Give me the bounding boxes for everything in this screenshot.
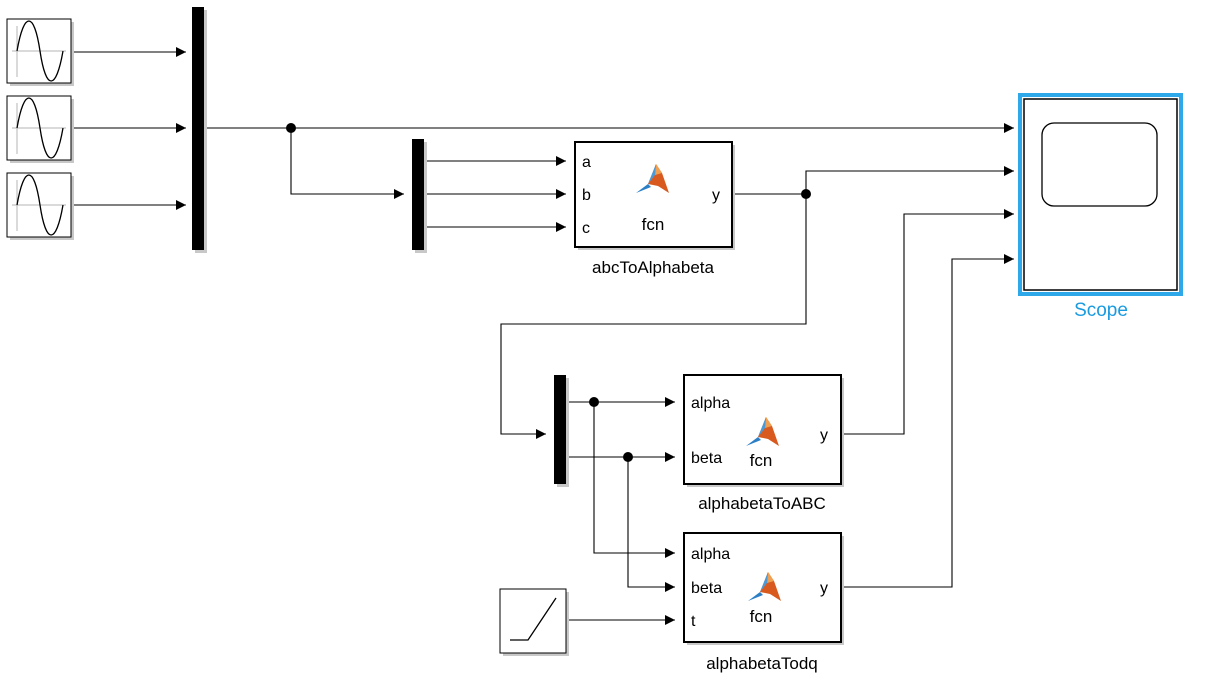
output-port-y-label: y <box>820 427 828 444</box>
line-branch-demux1[interactable] <box>290 128 404 199</box>
branch-point <box>286 123 296 133</box>
branch-point <box>801 189 811 199</box>
output-port-y-label: y <box>820 580 828 597</box>
fcn-label: fcn <box>750 607 773 626</box>
branch-point <box>623 452 633 462</box>
line-branch-alpha-dq[interactable] <box>593 402 675 558</box>
scope-block[interactable] <box>1018 93 1183 296</box>
sine-wave-block-3[interactable] <box>6 172 74 240</box>
input-port-t-label: t <box>691 613 696 630</box>
input-port-beta-label: beta <box>691 450 722 467</box>
line-branch-demux2[interactable] <box>500 194 807 439</box>
demux-block-2[interactable] <box>554 375 569 487</box>
sine-wave-icon <box>12 174 66 236</box>
alphabetaToABC-name[interactable]: alphabetaToABC <box>698 494 826 513</box>
abcToAlphabeta-block[interactable]: a b c y fcn <box>574 141 735 250</box>
demux-block-1[interactable] <box>412 139 427 253</box>
alphabetaTodq-block[interactable]: alpha beta t y fcn <box>683 532 844 645</box>
mux-block[interactable] <box>192 7 207 253</box>
alphabetaToABC-block[interactable]: alpha beta y fcn <box>683 374 844 487</box>
abcToAlphabeta-name[interactable]: abcToAlphabeta <box>592 258 714 277</box>
sine-wave-block-1[interactable] <box>6 18 74 86</box>
line-dq-out-scope4[interactable] <box>841 254 1014 588</box>
signal-lines <box>73 47 1014 625</box>
sine-wave-icon <box>12 97 66 159</box>
sine-wave-block-2[interactable] <box>6 95 74 163</box>
branch-point <box>589 397 599 407</box>
input-port-beta-label: beta <box>691 580 722 597</box>
output-port-y-label: y <box>712 187 720 204</box>
ramp-icon <box>510 597 557 641</box>
fcn-label: fcn <box>642 215 665 234</box>
branch-points <box>286 123 811 462</box>
ramp-block[interactable] <box>499 588 569 656</box>
input-port-c-label: c <box>582 220 590 237</box>
input-port-b-label: b <box>582 187 591 204</box>
sine-wave-icon <box>12 20 66 82</box>
matlab-logo-icon <box>746 417 779 446</box>
line-abc-out-scope3[interactable] <box>841 209 1014 435</box>
fcn-label: fcn <box>750 451 773 470</box>
line-branch-beta-dq[interactable] <box>627 457 675 592</box>
scope-display-icon <box>1041 122 1158 207</box>
line-abc-scope2[interactable] <box>733 166 1014 195</box>
matlab-logo-icon <box>636 164 669 193</box>
alphabetaTodq-name[interactable]: alphabetaTodq <box>706 654 818 673</box>
scope-name[interactable]: Scope <box>1074 300 1128 321</box>
matlab-logo-icon <box>748 572 781 601</box>
input-port-alpha-label: alpha <box>691 546 730 563</box>
input-port-a-label: a <box>582 154 591 171</box>
input-port-alpha-label: alpha <box>691 395 730 412</box>
